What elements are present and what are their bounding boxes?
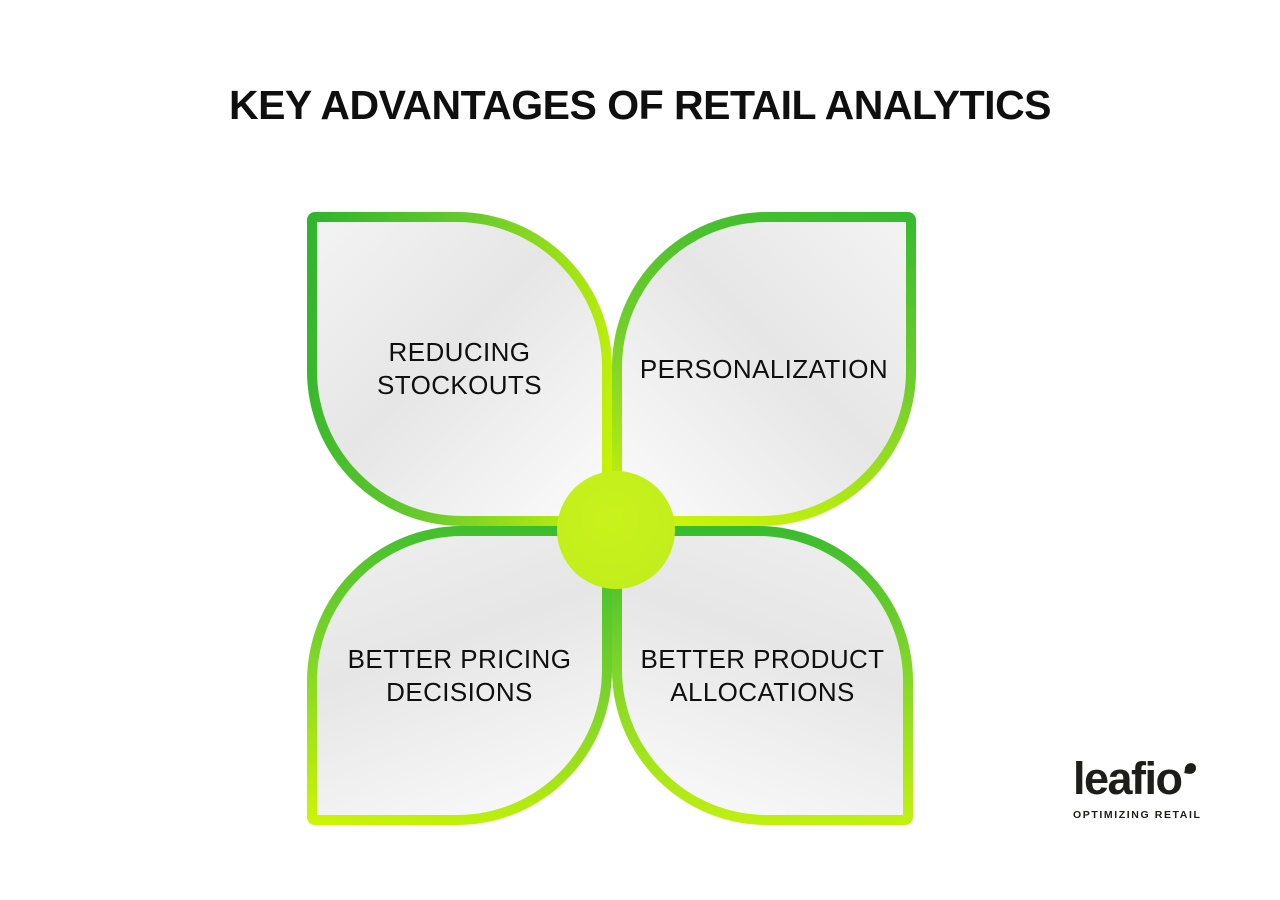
petal-label-line: DECISIONS bbox=[386, 676, 533, 707]
leafio-wordmark-text: leafio bbox=[1073, 753, 1183, 804]
petal-label-line: STOCKOUTS bbox=[377, 370, 542, 400]
petal-label-reducing-stockouts: REDUCING STOCKOUTS bbox=[377, 336, 542, 402]
petal-better-product-allocations: BETTER PRODUCT ALLOCATIONS bbox=[612, 526, 913, 825]
petal-label-line: REDUCING bbox=[388, 337, 531, 367]
petal-label-line: ALLOCATIONS bbox=[670, 676, 855, 707]
petal-better-pricing-decisions: BETTER PRICING DECISIONS bbox=[307, 526, 612, 825]
center-circle-icon bbox=[557, 471, 675, 589]
leafio-wordmark: leafio bbox=[1073, 756, 1202, 801]
petal-label-line: BETTER PRODUCT bbox=[640, 643, 885, 674]
petal-label-better-product-allocations: BETTER PRODUCT ALLOCATIONS bbox=[641, 643, 885, 709]
page-title: KEY ADVANTAGES OF RETAIL ANALYTICS bbox=[228, 82, 1052, 128]
petal-personalization: PERSONALIZATION bbox=[612, 212, 916, 526]
petal-label-line: PERSONALIZATION bbox=[639, 353, 889, 384]
leafio-logo: leafio OPTIMIZING RETAIL bbox=[1073, 756, 1202, 821]
petal-label-line: BETTER PRICING bbox=[347, 643, 572, 674]
petal-reducing-stockouts: REDUCING STOCKOUTS bbox=[307, 212, 612, 526]
leafio-tagline: OPTIMIZING RETAIL bbox=[1073, 809, 1202, 821]
leaf-dot-icon bbox=[1183, 762, 1197, 775]
petal-label-personalization: PERSONALIZATION bbox=[640, 353, 888, 386]
petal-label-better-pricing-decisions: BETTER PRICING DECISIONS bbox=[348, 643, 572, 709]
